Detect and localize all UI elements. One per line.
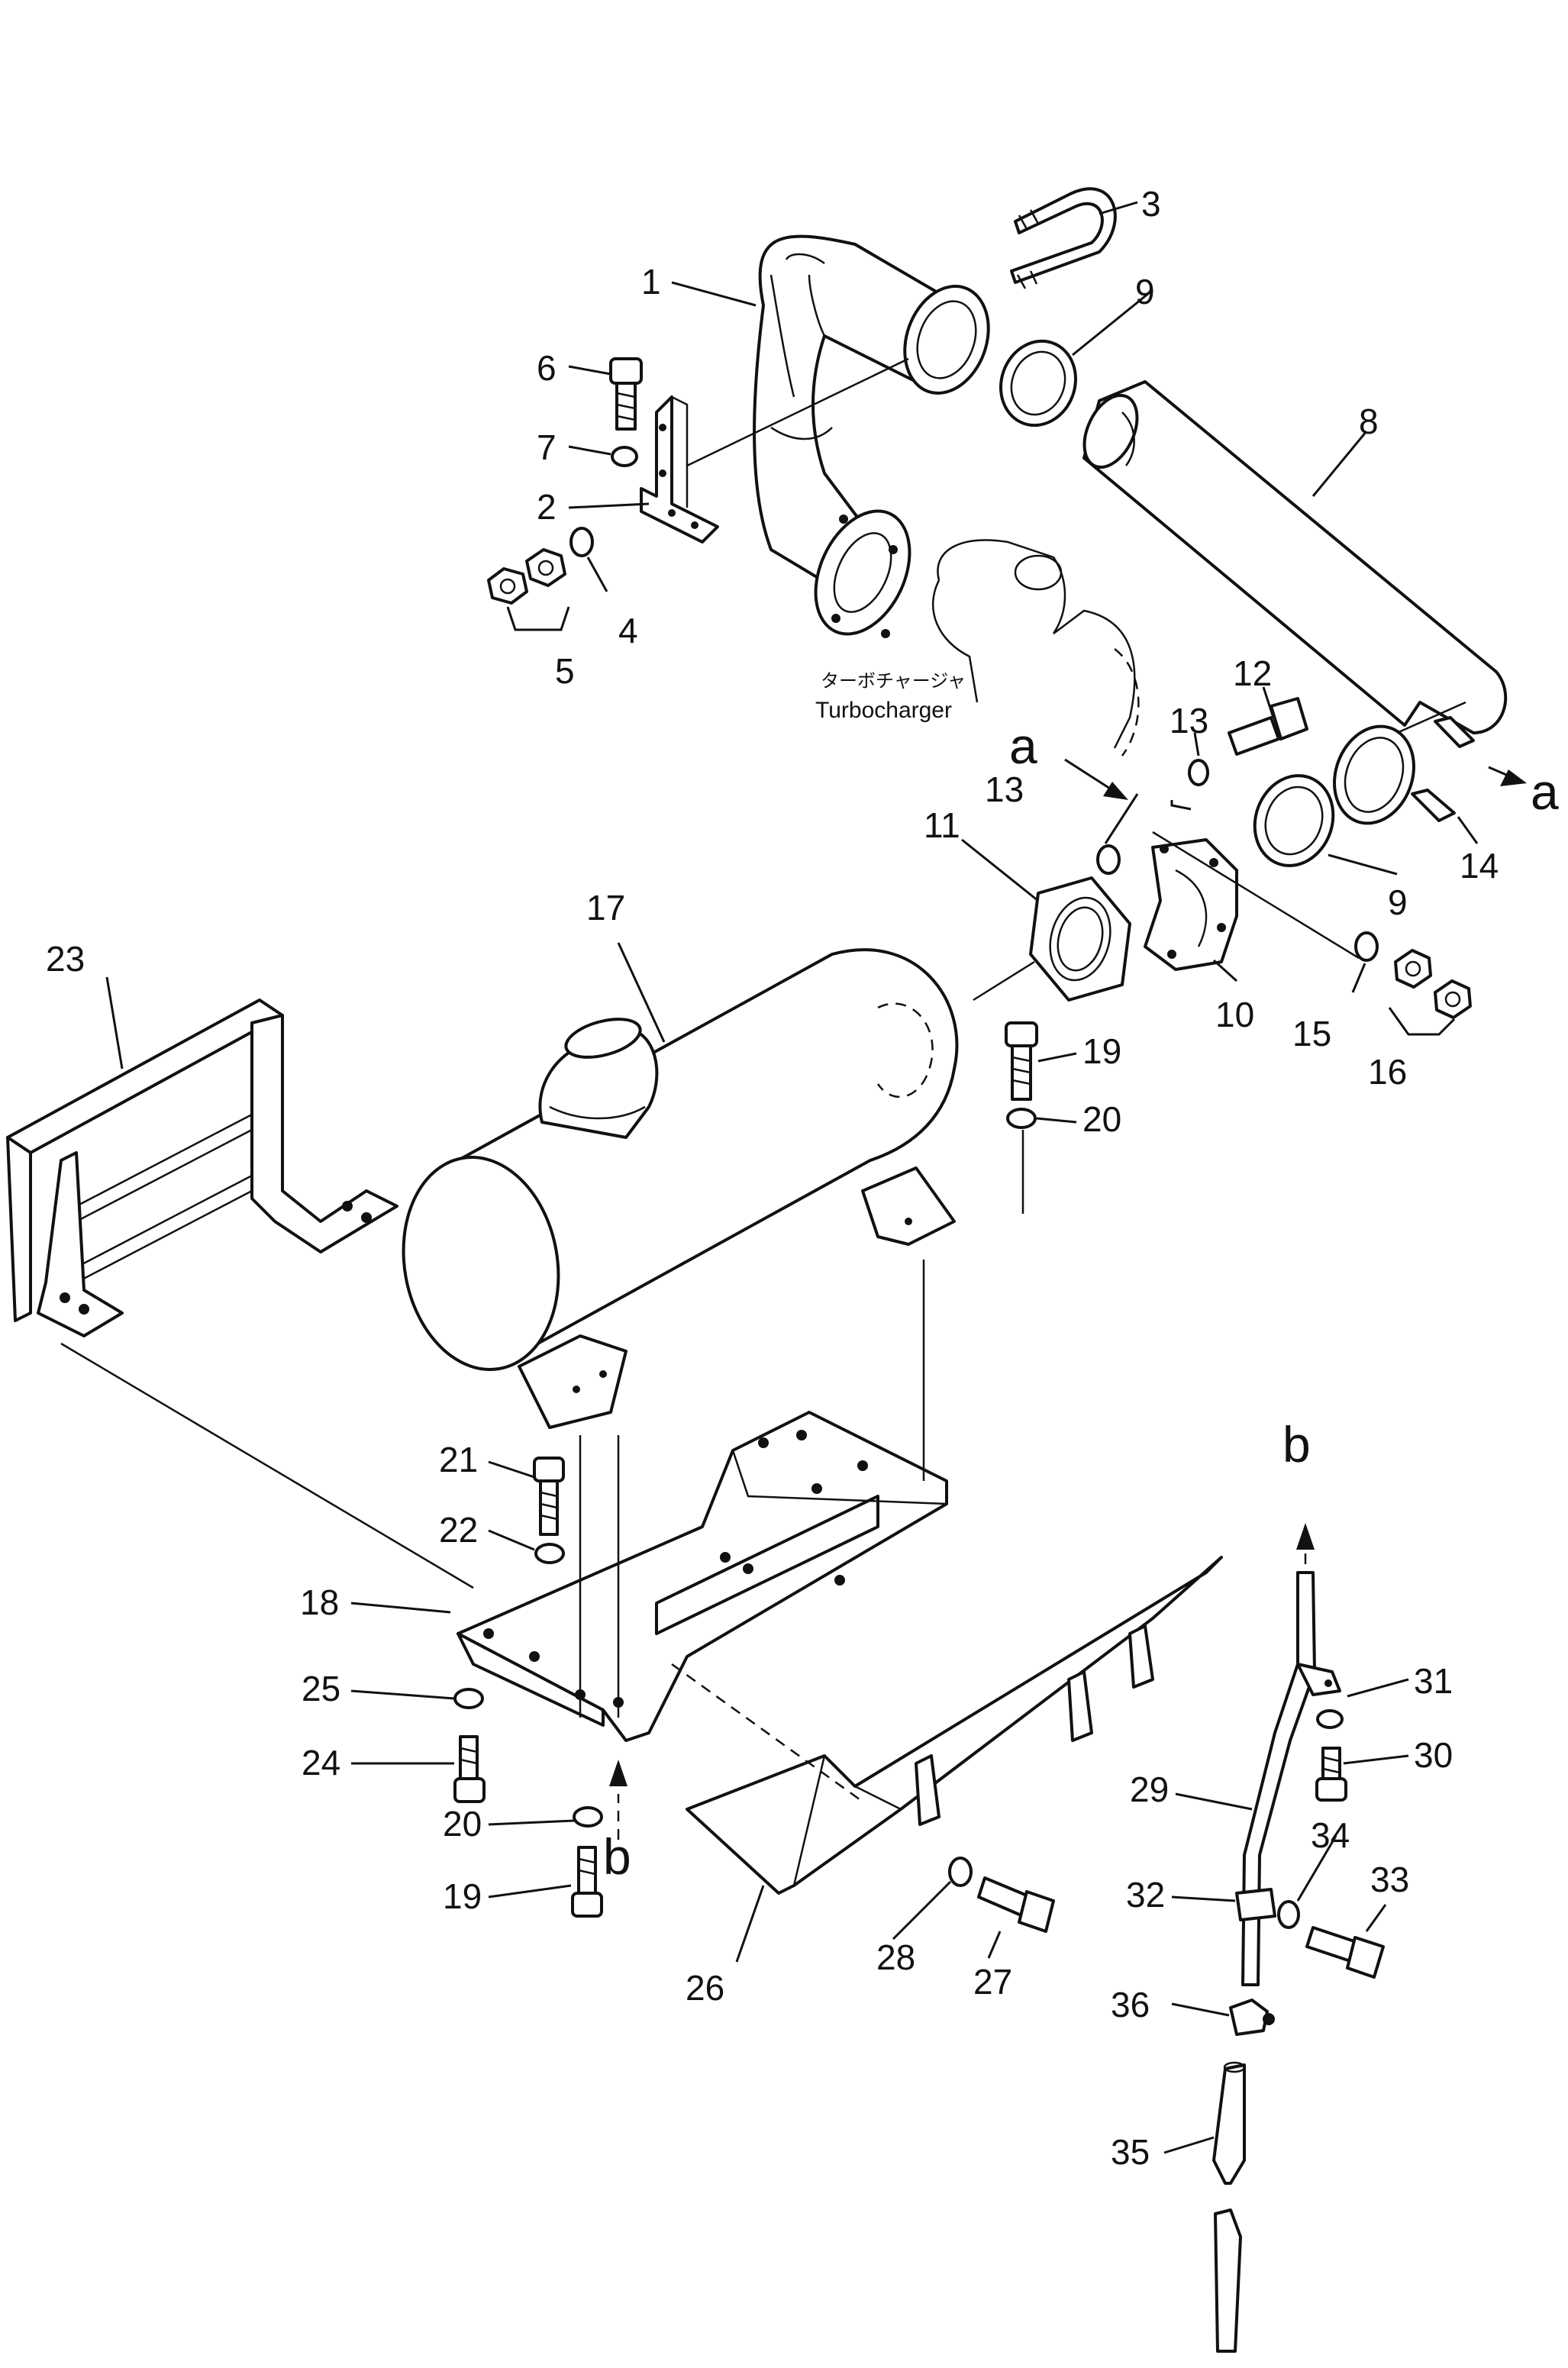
part-2-bracket [640,357,909,544]
label-15: 15 [1292,1014,1331,1053]
label-3: 3 [1141,184,1161,224]
part-20-washer-lower [573,1806,603,1828]
label-32: 32 [1126,1875,1165,1915]
part-3-u-bolt [1010,187,1117,289]
turbocharger-outline [931,539,1140,757]
part-15-washer [1354,931,1379,962]
part-35-hose [1212,2061,1246,2353]
part-32-clamp [1235,1888,1276,1921]
part-36-hose-clamp [1229,1999,1275,2036]
part-31-washer [1316,1709,1344,1729]
reference-letters: a a b b [603,718,1559,1885]
label-20a: 20 [1082,1099,1121,1139]
label-19a: 19 [1082,1031,1121,1071]
part-29-tube [1241,1571,1341,1986]
label-33: 33 [1370,1860,1409,1899]
label-16: 16 [1368,1052,1407,1092]
label-11: 11 [924,805,960,845]
part-5-nuts [487,548,566,605]
ref-a-right: a [1531,763,1559,820]
part-labels: 1 2 3 4 5 6 7 8 9 9 10 11 12 13 13 14 15… [46,184,1499,2172]
leader-lines [105,201,1527,2154]
label-5: 5 [555,651,575,691]
part-13-washer-lower [1096,844,1121,875]
part-18-mount-bracket [457,1411,948,1742]
part-20-washer-upper [1006,1108,1037,1129]
label-13a: 13 [1170,701,1208,740]
label-34: 34 [1311,1815,1350,1855]
turbocharger-label-en: Turbocharger [815,698,952,723]
part-1-exhaust-elbow [753,234,990,638]
part-33-bolt [1305,1926,1385,1979]
ref-b-lower: b [603,1828,631,1885]
label-1: 1 [641,262,661,302]
part-9-gasket-lower [1253,774,1335,867]
part-8-exhaust-pipe [1082,380,1508,825]
part-7-washer [611,446,638,467]
label-22: 22 [439,1510,478,1550]
label-24: 24 [302,1743,340,1782]
part-28-washer [948,1857,973,1887]
part-16-nuts [1394,949,1472,1019]
label-25: 25 [302,1669,340,1708]
part-25-washer [453,1688,484,1709]
label-31: 31 [1414,1661,1453,1701]
label-21: 21 [439,1440,478,1479]
part-19-bolt-upper [1005,1021,1038,1101]
label-7: 7 [537,427,557,467]
label-6: 6 [537,348,557,388]
part-30-bolt [1315,1747,1347,1802]
part-34-washer [1277,1900,1300,1929]
part-6-bolt [609,357,643,431]
label-9a: 9 [1135,272,1155,311]
label-36: 36 [1111,1985,1150,2024]
label-23: 23 [46,939,85,979]
part-24-bolt [453,1735,486,1803]
part-22-washer [534,1543,565,1564]
label-19b: 19 [443,1876,482,1916]
label-9b: 9 [1388,882,1408,922]
label-10: 10 [1215,995,1254,1034]
label-2: 2 [537,487,557,527]
label-17: 17 [586,888,625,928]
ref-b-upper: b [1282,1416,1311,1473]
label-35: 35 [1111,2132,1150,2172]
label-13b: 13 [985,769,1024,809]
part-9-gasket-upper [999,339,1078,427]
part-19-bolt-lower [571,1846,603,1918]
ref-a-left: a [1009,718,1037,774]
label-30: 30 [1414,1735,1453,1775]
label-27: 27 [973,1962,1012,2002]
label-12: 12 [1233,653,1272,693]
part-14-studs [1411,716,1475,822]
part-10-flange-plate [1144,838,1238,971]
part-4-washer [569,527,594,557]
part-13-washer-upper [1188,759,1209,786]
arrow-b-lower [609,1760,628,1840]
label-14: 14 [1460,846,1499,886]
part-21-bolt [533,1457,565,1536]
label-20b: 20 [443,1804,482,1844]
label-4: 4 [618,611,638,650]
part-27-bolt [977,1876,1055,1933]
label-8: 8 [1359,402,1379,441]
label-26: 26 [686,1968,724,2008]
label-18: 18 [300,1582,339,1622]
part-26-lower-shield [671,1556,1223,1895]
part-11-flange [1029,876,1131,1002]
part-17-muffler [402,948,959,1429]
label-29: 29 [1130,1770,1169,1809]
part-12-bolt [1228,697,1308,756]
part-23-heat-shield [6,998,398,1337]
label-28: 28 [876,1937,915,1977]
turbocharger-label-jp: ターボチャージャ [821,670,966,692]
